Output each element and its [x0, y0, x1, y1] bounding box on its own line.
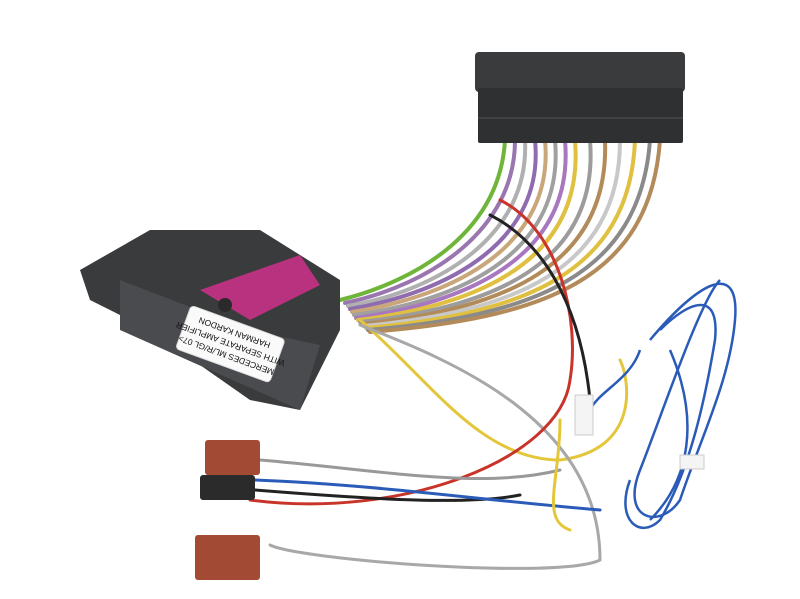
- loose-wires: [248, 198, 629, 570]
- wire-tag: [574, 394, 594, 436]
- wire-bundle: [338, 138, 662, 334]
- top-connector: [475, 52, 685, 143]
- iso-connectors: [195, 440, 260, 580]
- left-connector: MERCEDES ML/R/GL 07> WITH SEPARATE AMPLI…: [80, 230, 340, 410]
- cable-tag: [679, 454, 705, 470]
- blue-antenna-cable: [588, 279, 737, 530]
